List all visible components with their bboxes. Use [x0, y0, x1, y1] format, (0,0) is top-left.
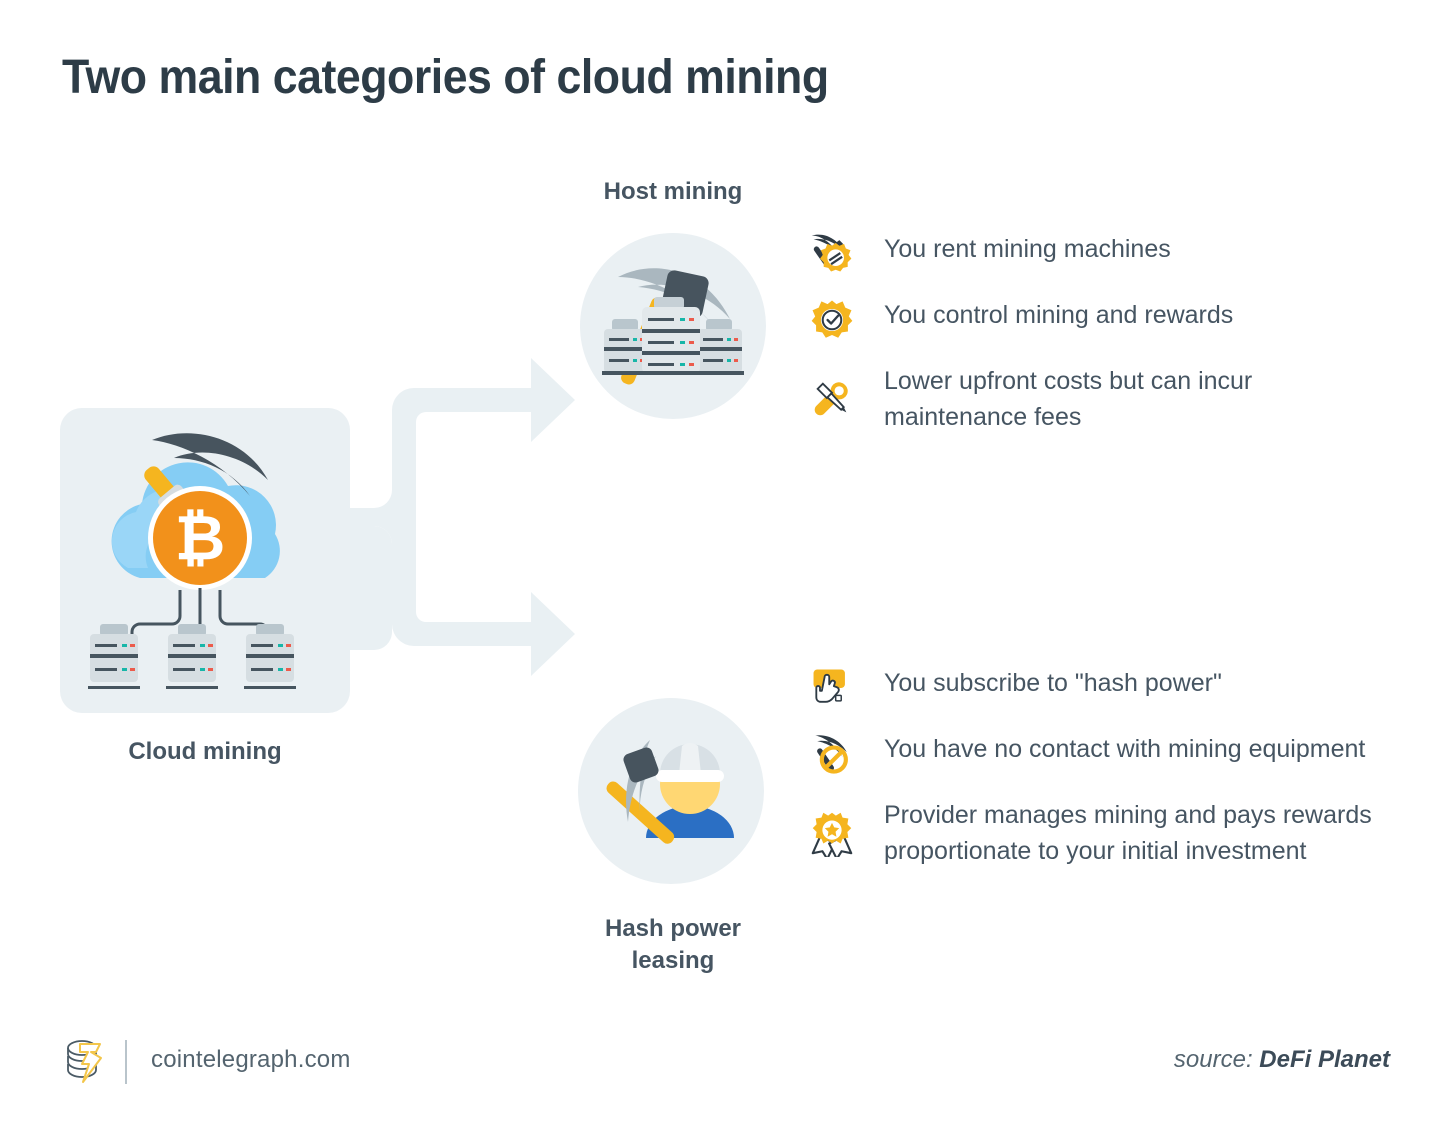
cointelegraph-logo-icon: [67, 1040, 102, 1083]
bullet-item: Provider manages mining and pays rewards…: [806, 794, 1386, 869]
gear-check-icon: [806, 294, 858, 346]
bullet-text: You rent mining machines: [884, 235, 1171, 263]
footer-source: source: DeFi Planet: [1174, 1046, 1390, 1074]
no-pickaxe-icon: [806, 728, 858, 780]
footer-source-name: DeFi Planet: [1259, 1046, 1390, 1073]
cloud-mining-label: Cloud mining: [128, 738, 282, 765]
bullet-text: You control mining and rewards: [884, 301, 1234, 329]
cursor-click-icon: [806, 662, 858, 714]
bullet-text: Lower upfront costs but can incur mainte…: [884, 367, 1253, 431]
hash-power-bullets: You subscribe to "hash power" You have n…: [806, 662, 1386, 883]
bullet-item: You subscribe to "hash power": [806, 662, 1386, 714]
bullet-text: You subscribe to "hash power": [884, 669, 1222, 697]
cloud-bitcoin-servers-icon: ₿: [88, 433, 296, 689]
wrench-screwdriver-icon: [806, 372, 858, 424]
bullet-item: You have no contact with mining equipmen…: [806, 728, 1386, 780]
page-title: Two main categories of cloud mining: [62, 51, 829, 104]
svg-text:₿: ₿: [175, 504, 226, 573]
miner-avatar-pickaxe-icon: [606, 740, 734, 844]
footer-site-label: cointelegraph.com: [151, 1046, 351, 1073]
award-ribbon-icon: [806, 806, 858, 858]
bullet-text: Provider manages mining and pays rewards…: [884, 801, 1372, 865]
host-mining-bullets: You rent mining machines You control min…: [806, 228, 1386, 449]
bullet-text: You have no contact with mining equipmen…: [884, 735, 1366, 763]
hash-power-label: Hash power leasing: [553, 913, 793, 976]
footer-source-prefix: source:: [1173, 1046, 1260, 1073]
footer-divider: [125, 1040, 127, 1084]
bullet-item: Lower upfront costs but can incur mainte…: [806, 360, 1386, 435]
host-mining-label: Host mining: [603, 178, 743, 205]
branch-connector: [330, 358, 575, 676]
bullet-item: You control mining and rewards: [806, 294, 1386, 346]
pickaxe-gear-icon: [806, 228, 858, 280]
servers-pickaxe-icon: [602, 268, 744, 385]
hash-power-label-line1: Hash power: [604, 915, 742, 942]
hash-power-label-line2: leasing: [631, 946, 715, 974]
bullet-item: You rent mining machines: [806, 228, 1386, 280]
